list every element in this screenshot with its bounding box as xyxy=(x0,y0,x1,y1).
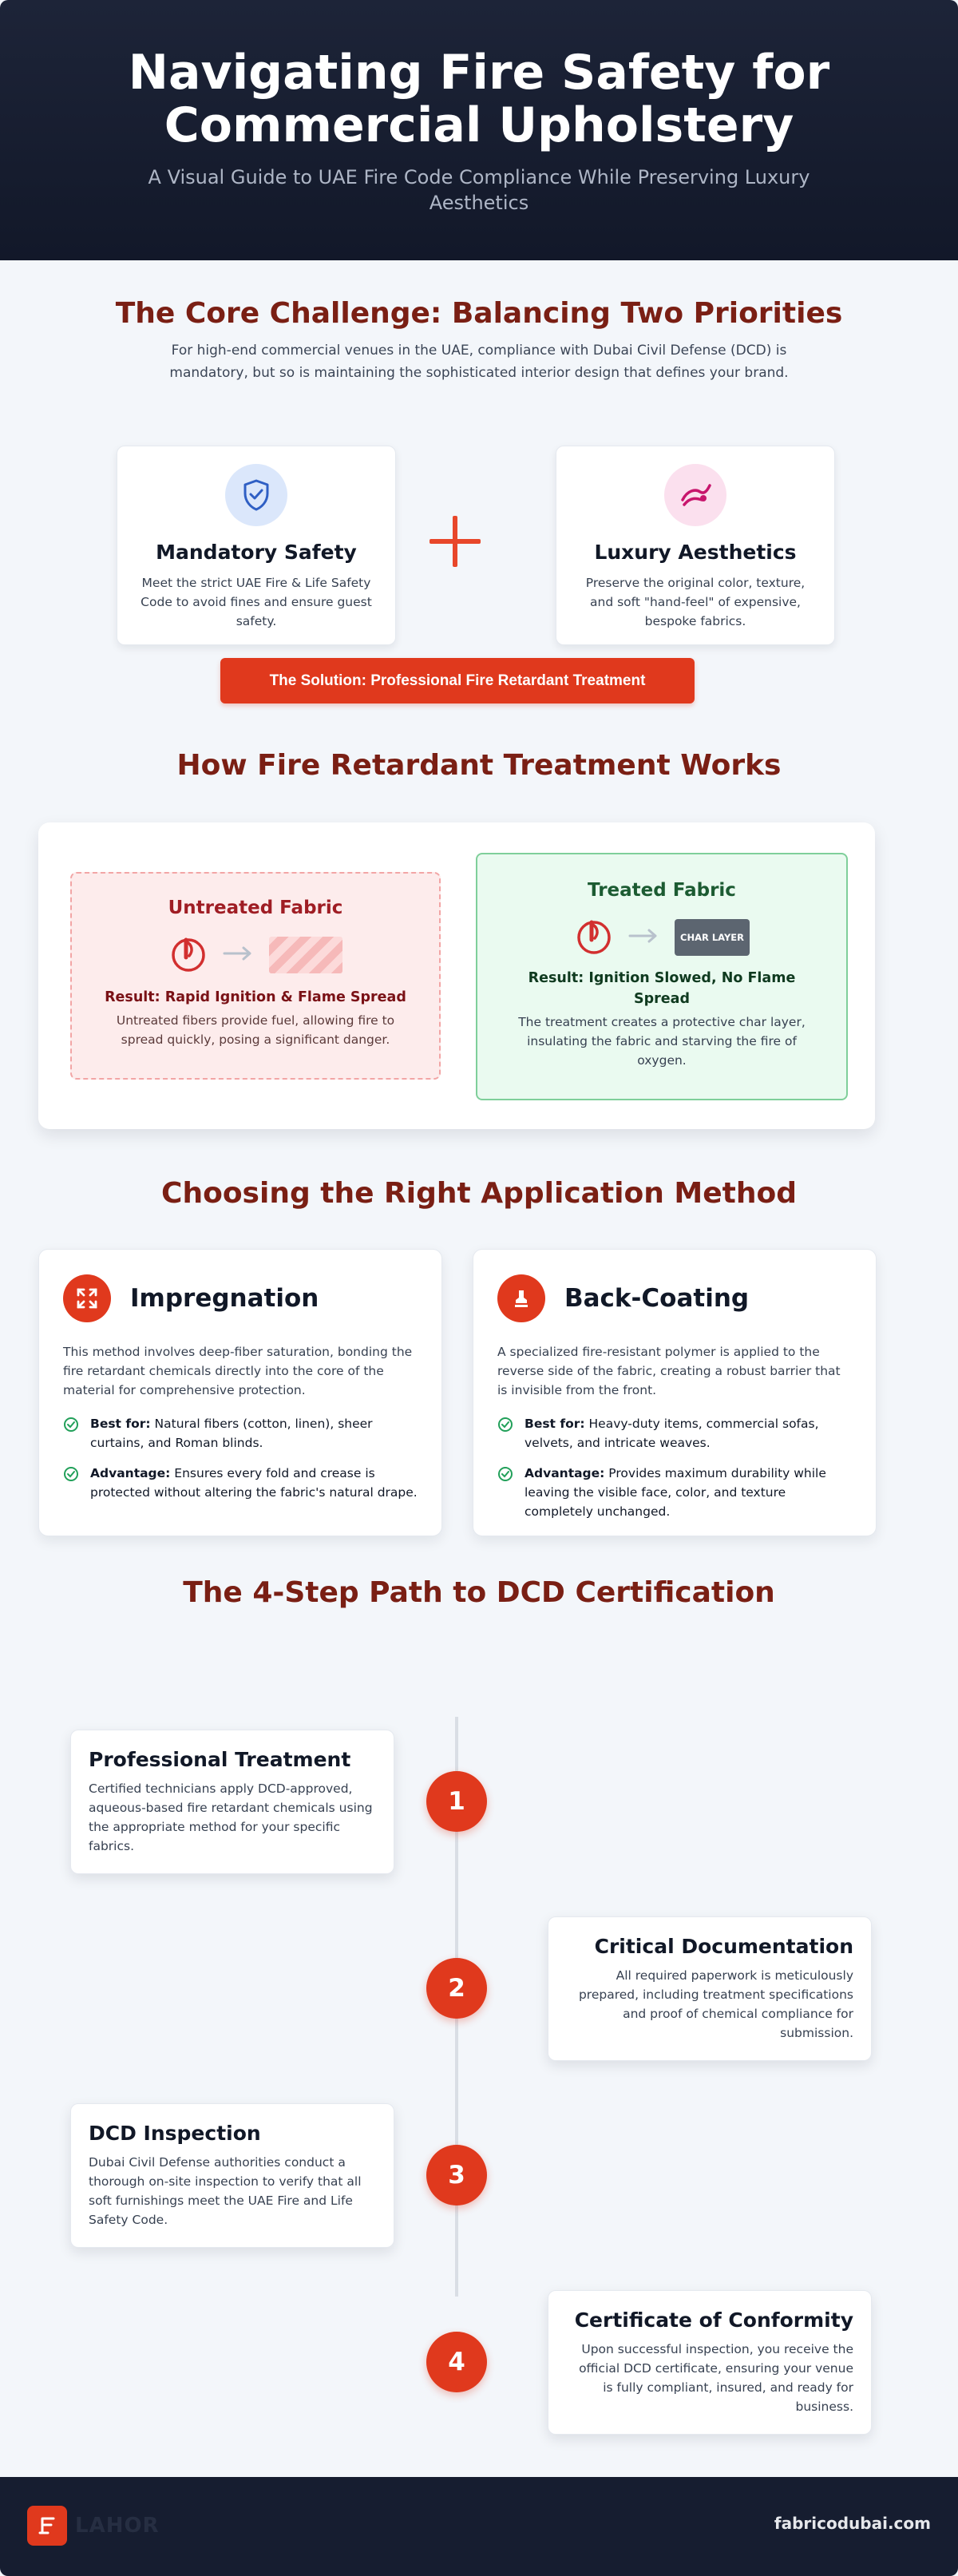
footer: LAHOR fabricodubai.com xyxy=(0,2477,958,2576)
fire-icon xyxy=(168,933,208,977)
core-challenge-description: For high-end commercial venues in the UA… xyxy=(169,343,789,381)
treated-fabric-card: Treated Fabric CHAR LAYER Result: Igniti… xyxy=(476,853,848,1100)
impregnation-title: Impregnation xyxy=(130,1284,319,1313)
arrow-right-icon xyxy=(223,945,255,965)
step-text: Certified technicians apply DCD-approved… xyxy=(89,1781,373,1853)
shield-check-icon xyxy=(225,464,287,526)
mandatory-safety-text: Meet the strict UAE Fire & Life Safety C… xyxy=(141,576,372,628)
treatment-comparison-panel: Untreated Fabric Result: Rapid Ignition … xyxy=(38,822,875,1129)
luxury-aesthetics-text: Preserve the original color, texture, an… xyxy=(585,576,806,628)
check-circle-icon xyxy=(63,1466,79,1482)
best-for-label: Best for: xyxy=(525,1417,585,1431)
best-for-text: Heavy-duty items, commercial sofas, velv… xyxy=(525,1417,819,1450)
plus-icon xyxy=(430,516,481,567)
treated-result: Result: Ignition Slowed, No Flame Spread xyxy=(528,970,796,1007)
logo-text: LAHOR xyxy=(75,2514,160,2538)
impregnation-card: Impregnation This method involves deep-f… xyxy=(38,1249,442,1536)
back-coating-card: Back-Coating A specialized fire-resistan… xyxy=(473,1249,877,1536)
how-it-works-title: How Fire Retardant Treatment Works xyxy=(176,749,782,782)
impregnation-header: Impregnation xyxy=(63,1274,418,1323)
treated-visual: CHAR LAYER xyxy=(477,917,846,958)
step-card-1: Professional Treatment Certified technic… xyxy=(70,1730,394,1874)
mandatory-safety-title: Mandatory Safety xyxy=(156,541,357,564)
luxury-aesthetics-title: Luxury Aesthetics xyxy=(594,541,797,564)
website-link[interactable]: fabricodubai.com xyxy=(774,2514,931,2533)
treated-text: The treatment creates a protective char … xyxy=(518,1015,806,1068)
step-text: Dubai Civil Defense authorities conduct … xyxy=(89,2155,362,2227)
steps-title: The 4-Step Path to DCD Certification xyxy=(183,1576,775,1609)
advantage-text: Ensures every fold and crease is protect… xyxy=(90,1466,418,1500)
stamp-icon xyxy=(497,1274,545,1322)
page-title-line2: Commercial Upholstery xyxy=(164,97,794,153)
untreated-fabric-card: Untreated Fabric Result: Rapid Ignition … xyxy=(70,872,441,1080)
untreated-result: Result: Rapid Ignition & Flame Spread xyxy=(105,989,406,1005)
logo-mark-icon xyxy=(27,2506,67,2546)
page-subtitle: A Visual Guide to UAE Fire Code Complian… xyxy=(148,166,810,214)
char-layer-badge: CHAR LAYER xyxy=(675,919,750,956)
fire-icon xyxy=(574,916,614,959)
step-number-4: 4 xyxy=(426,2332,487,2392)
step-number-2: 2 xyxy=(426,1958,487,2019)
mandatory-safety-card: Mandatory Safety Meet the strict UAE Fir… xyxy=(117,446,396,645)
solution-button[interactable]: The Solution: Professional Fire Retardan… xyxy=(220,658,695,703)
treated-fabric-title: Treated Fabric xyxy=(588,880,736,901)
check-circle-icon xyxy=(497,1417,513,1433)
step-card-2: Critical Documentation All required pape… xyxy=(548,1916,872,2061)
step-text: All required paperwork is meticulously p… xyxy=(578,1968,853,2040)
page-title: Navigating Fire Safety for Commercial Up… xyxy=(0,46,958,152)
burning-fabric-swatch xyxy=(269,937,342,973)
untreated-fabric-title: Untreated Fabric xyxy=(168,898,343,918)
best-for-label: Best for: xyxy=(90,1417,151,1431)
step-title: Critical Documentation xyxy=(594,1935,853,1958)
impregnation-description: This method involves deep-fiber saturati… xyxy=(63,1345,413,1397)
page-title-line1: Navigating Fire Safety for xyxy=(128,45,830,101)
step-title: Certificate of Conformity xyxy=(574,2308,853,2332)
arrow-right-icon xyxy=(628,928,660,947)
priority-cards: Mandatory Safety Meet the strict UAE Fir… xyxy=(117,446,835,645)
methods-title: Choosing the Right Application Method xyxy=(161,1177,797,1210)
impregnation-list: Best for: Natural fibers (cotton, linen)… xyxy=(63,1414,418,1502)
list-item: Advantage: Ensures every fold and crease… xyxy=(63,1464,418,1502)
core-challenge-section: The Core Challenge: Balancing Two Priori… xyxy=(0,297,958,712)
back-coating-title: Back-Coating xyxy=(564,1284,750,1313)
check-circle-icon xyxy=(497,1466,513,1482)
step-number-3: 3 xyxy=(426,2145,487,2205)
fabric-swatch-icon xyxy=(664,464,726,526)
untreated-text: Untreated fibers provide fuel, allowing … xyxy=(116,1013,395,1047)
back-coating-header: Back-Coating xyxy=(497,1274,852,1323)
step-title: DCD Inspection xyxy=(89,2122,261,2145)
back-coating-description: A specialized fire-resistant polymer is … xyxy=(497,1345,841,1397)
list-item: Best for: Heavy-duty items, commercial s… xyxy=(497,1414,852,1452)
best-for-text: Natural fibers (cotton, linen), sheer cu… xyxy=(90,1417,373,1450)
advantage-label: Advantage: xyxy=(525,1466,605,1480)
back-coating-list: Best for: Heavy-duty items, commercial s… xyxy=(497,1414,852,1521)
step-card-4: Certificate of Conformity Upon successfu… xyxy=(548,2290,872,2435)
untreated-visual xyxy=(72,934,439,976)
step-card-3: DCD Inspection Dubai Civil Defense autho… xyxy=(70,2103,394,2248)
luxury-aesthetics-card: Luxury Aesthetics Preserve the original … xyxy=(556,446,835,645)
step-number-1: 1 xyxy=(426,1771,487,1832)
step-text: Upon successful inspection, you receive … xyxy=(579,2342,853,2414)
list-item: Advantage: Provides maximum durability w… xyxy=(497,1464,852,1521)
step-title: Professional Treatment xyxy=(89,1748,351,1771)
advantage-label: Advantage: xyxy=(90,1466,171,1480)
list-item: Best for: Natural fibers (cotton, linen)… xyxy=(63,1414,418,1452)
hero-header: Navigating Fire Safety for Commercial Up… xyxy=(0,0,958,260)
check-circle-icon xyxy=(63,1417,79,1433)
expand-arrows-icon xyxy=(63,1274,111,1322)
footer-logo[interactable]: LAHOR xyxy=(27,2506,160,2546)
advantage-text: Provides maximum durability while leavin… xyxy=(525,1466,826,1519)
core-challenge-title: The Core Challenge: Balancing Two Priori… xyxy=(115,297,843,330)
